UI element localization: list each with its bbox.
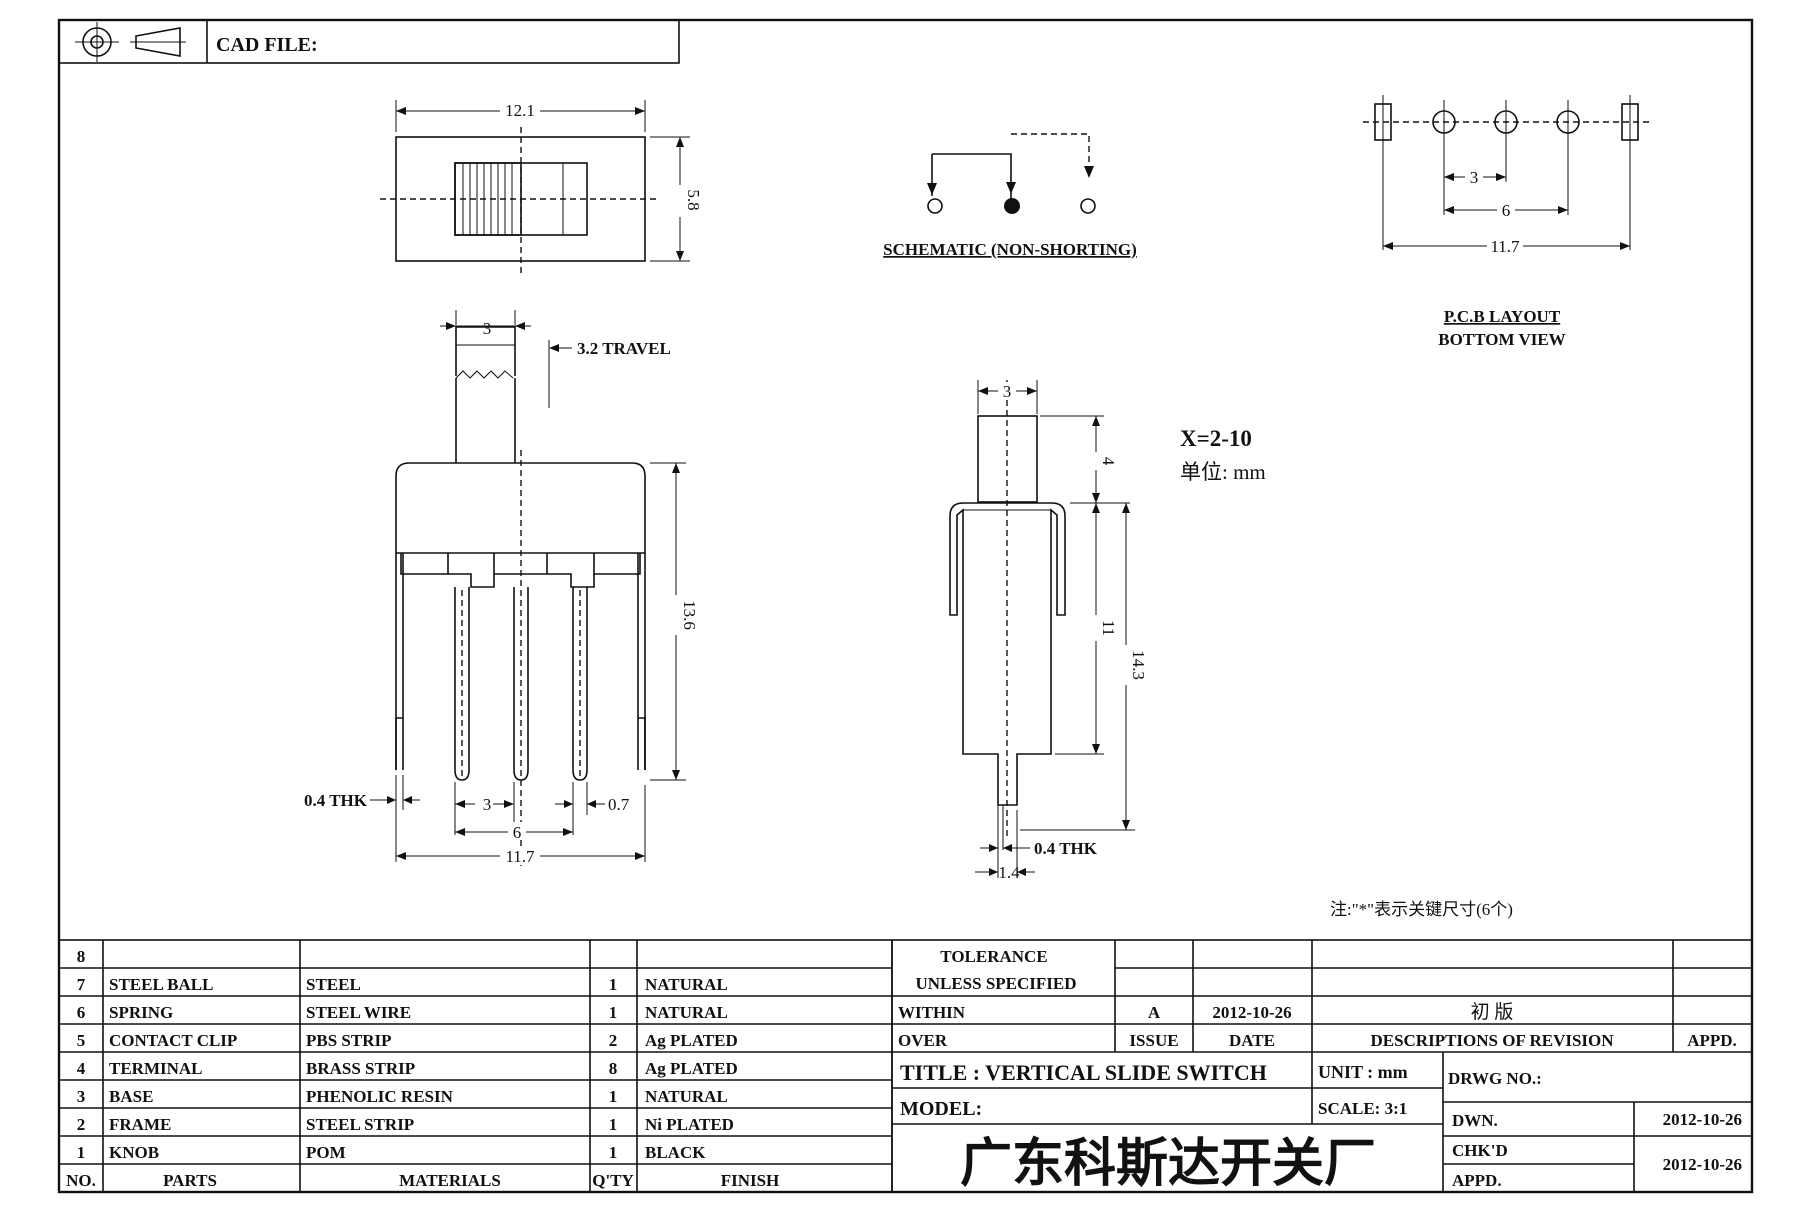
tolerance-label: TOLERANCE <box>940 947 1047 966</box>
first-angle-projection-icon <box>75 22 186 62</box>
bom-row-1-no: 1 <box>77 1143 86 1162</box>
front-travel-dim: 3.2 TRAVEL <box>577 339 671 358</box>
header-box: CAD FILE: <box>58 19 680 64</box>
schematic: SCHEMATIC (NON-SHORTING) <box>883 133 1137 259</box>
bom-row-1-qty: 1 <box>609 1143 618 1162</box>
front-pitch-3: 3 <box>483 795 492 814</box>
pcb-dim-6: 6 <box>1502 201 1511 220</box>
side-thk: 0.4 THK <box>1034 839 1098 858</box>
bom-row-5-qty: 2 <box>609 1031 618 1050</box>
drawing-title: TITLE : VERTICAL SLIDE SWITCH <box>900 1060 1267 1085</box>
pcb-label-title: P.C.B LAYOUT <box>1444 307 1561 326</box>
issue-label: ISSUE <box>1129 1031 1178 1050</box>
front-thk: 0.4 THK <box>304 791 368 810</box>
bom-row-2-material: STEEL STRIP <box>306 1115 414 1134</box>
side-dim-4: 4 <box>1099 457 1118 466</box>
scale-label: SCALE: 3:1 <box>1318 1099 1407 1118</box>
pcb-label-sub: BOTTOM VIEW <box>1438 330 1565 349</box>
top-width-dim: 12.1 <box>505 101 535 120</box>
drwg-no-label: DRWG NO.: <box>1448 1069 1542 1088</box>
front-view: 3 3.2 TRAVEL 13.6 0.4 THK 3 0.7 <box>304 310 699 870</box>
descriptions-of-revision-label: DESCRIPTIONS OF REVISION <box>1370 1031 1614 1050</box>
unless-specified-label: UNLESS SPECIFIED <box>915 974 1076 993</box>
bom-header-no: NO. <box>66 1171 96 1190</box>
bom-header-materials: MATERIALS <box>399 1171 501 1190</box>
dwn-date: 2012-10-26 <box>1663 1110 1742 1129</box>
bom-row-4-material: BRASS STRIP <box>306 1059 415 1078</box>
bom-header-parts: PARTS <box>163 1171 217 1190</box>
front-dim-13-6: 13.6 <box>680 600 699 630</box>
front-total-11-7: 11.7 <box>505 847 535 866</box>
side-dim-3: 3 <box>1003 382 1012 401</box>
bom-header-qty: Q'TY <box>592 1171 634 1190</box>
note-key-dimensions: 注:"*"表示关键尺寸(6个) <box>1330 900 1513 919</box>
bom-row-7-material: STEEL <box>306 975 361 994</box>
chk-date: 2012-10-26 <box>1663 1155 1742 1174</box>
front-pitch-0-7: 0.7 <box>608 795 630 814</box>
bom-row-3-part: BASE <box>109 1087 153 1106</box>
bom-row-7-qty: 1 <box>609 975 618 994</box>
company-name: 广东科斯达开关厂 <box>960 1134 1376 1194</box>
front-pitch-6: 6 <box>513 823 522 842</box>
bom-row-2-no: 2 <box>77 1115 86 1134</box>
bom-row-1-part: KNOB <box>109 1143 159 1162</box>
front-dim-3-top: 3 <box>483 319 492 338</box>
bom-row-4-qty: 8 <box>609 1059 618 1078</box>
bom-row-5-part: CONTACT CLIP <box>109 1031 237 1050</box>
pcb-dim-11-7: 11.7 <box>1490 237 1520 256</box>
top-height-dim: 5.8 <box>684 189 703 210</box>
pcb-layout: 3 6 11.7 P.C.B LAYOUT BOTTOM VIEW <box>1363 95 1650 349</box>
side-dim-11: 11 <box>1099 620 1118 636</box>
appd-label: APPD. <box>1687 1031 1737 1050</box>
rev-description: 初 版 <box>1471 1001 1514 1023</box>
dwn-label: DWN. <box>1452 1111 1498 1130</box>
top-view: 12.1 5.8 <box>380 100 703 275</box>
bom-row-2-part: FRAME <box>109 1115 171 1134</box>
bom-row-4-part: TERMINAL <box>109 1059 203 1078</box>
within-label: WITHIN <box>898 1003 966 1022</box>
appd2-label: APPD. <box>1452 1171 1502 1190</box>
bom-row-6-qty: 1 <box>609 1003 618 1022</box>
unit-label: UNIT : mm <box>1318 1062 1408 1082</box>
chkd-label: CHK'D <box>1452 1141 1508 1160</box>
bom-row-6-finish: NATURAL <box>645 1003 728 1022</box>
bom-row-8-no: 8 <box>77 947 86 966</box>
bom-row-6-part: SPRING <box>109 1003 173 1022</box>
side-view: 3 4 11 14.3 0.4 THK 1.4 <box>949 380 1148 882</box>
bom-table: 8 7 STEEL BALL STEEL 1 NATURAL 6 SPRING … <box>58 939 893 1193</box>
bom-row-2-finish: Ni PLATED <box>645 1115 734 1134</box>
bom-row-6-material: STEEL WIRE <box>306 1003 411 1022</box>
over-label: OVER <box>898 1031 948 1050</box>
bom-row-7-no: 7 <box>77 975 86 994</box>
date-label: DATE <box>1229 1031 1275 1050</box>
bom-row-3-no: 3 <box>77 1087 86 1106</box>
note-unit: 单位: mm <box>1180 460 1266 484</box>
bom-row-2-qty: 1 <box>609 1115 618 1134</box>
schematic-label: SCHEMATIC (NON-SHORTING) <box>883 240 1137 259</box>
bom-row-4-finish: Ag PLATED <box>645 1059 738 1078</box>
side-dim-1-4: 1.4 <box>998 863 1020 882</box>
bom-row-3-qty: 1 <box>609 1087 618 1106</box>
bom-header-finish: FINISH <box>721 1171 780 1190</box>
bom-row-7-part: STEEL BALL <box>109 975 213 994</box>
bom-row-7-finish: NATURAL <box>645 975 728 994</box>
rev-letter: A <box>1148 1003 1161 1022</box>
side-dim-14-3: 14.3 <box>1129 650 1148 680</box>
bom-row-6-no: 6 <box>77 1003 86 1022</box>
bom-row-5-material: PBS STRIP <box>306 1031 392 1050</box>
model-label: MODEL: <box>900 1098 982 1120</box>
rev-date: 2012-10-26 <box>1212 1003 1291 1022</box>
bom-row-1-finish: BLACK <box>645 1143 706 1162</box>
bom-row-5-finish: Ag PLATED <box>645 1031 738 1050</box>
bom-row-3-material: PHENOLIC RESIN <box>306 1087 454 1106</box>
bom-row-3-finish: NATURAL <box>645 1087 728 1106</box>
cad-file-label: CAD FILE: <box>216 34 318 56</box>
bom-row-5-no: 5 <box>77 1031 86 1050</box>
title-block: TOLERANCE UNLESS SPECIFIED WITHIN OVER A… <box>891 939 1753 1194</box>
pcb-dim-3: 3 <box>1470 168 1479 187</box>
bom-row-4-no: 4 <box>77 1059 86 1078</box>
bom-row-1-material: POM <box>306 1143 346 1162</box>
note-x-range: X=2-10 <box>1180 426 1252 451</box>
